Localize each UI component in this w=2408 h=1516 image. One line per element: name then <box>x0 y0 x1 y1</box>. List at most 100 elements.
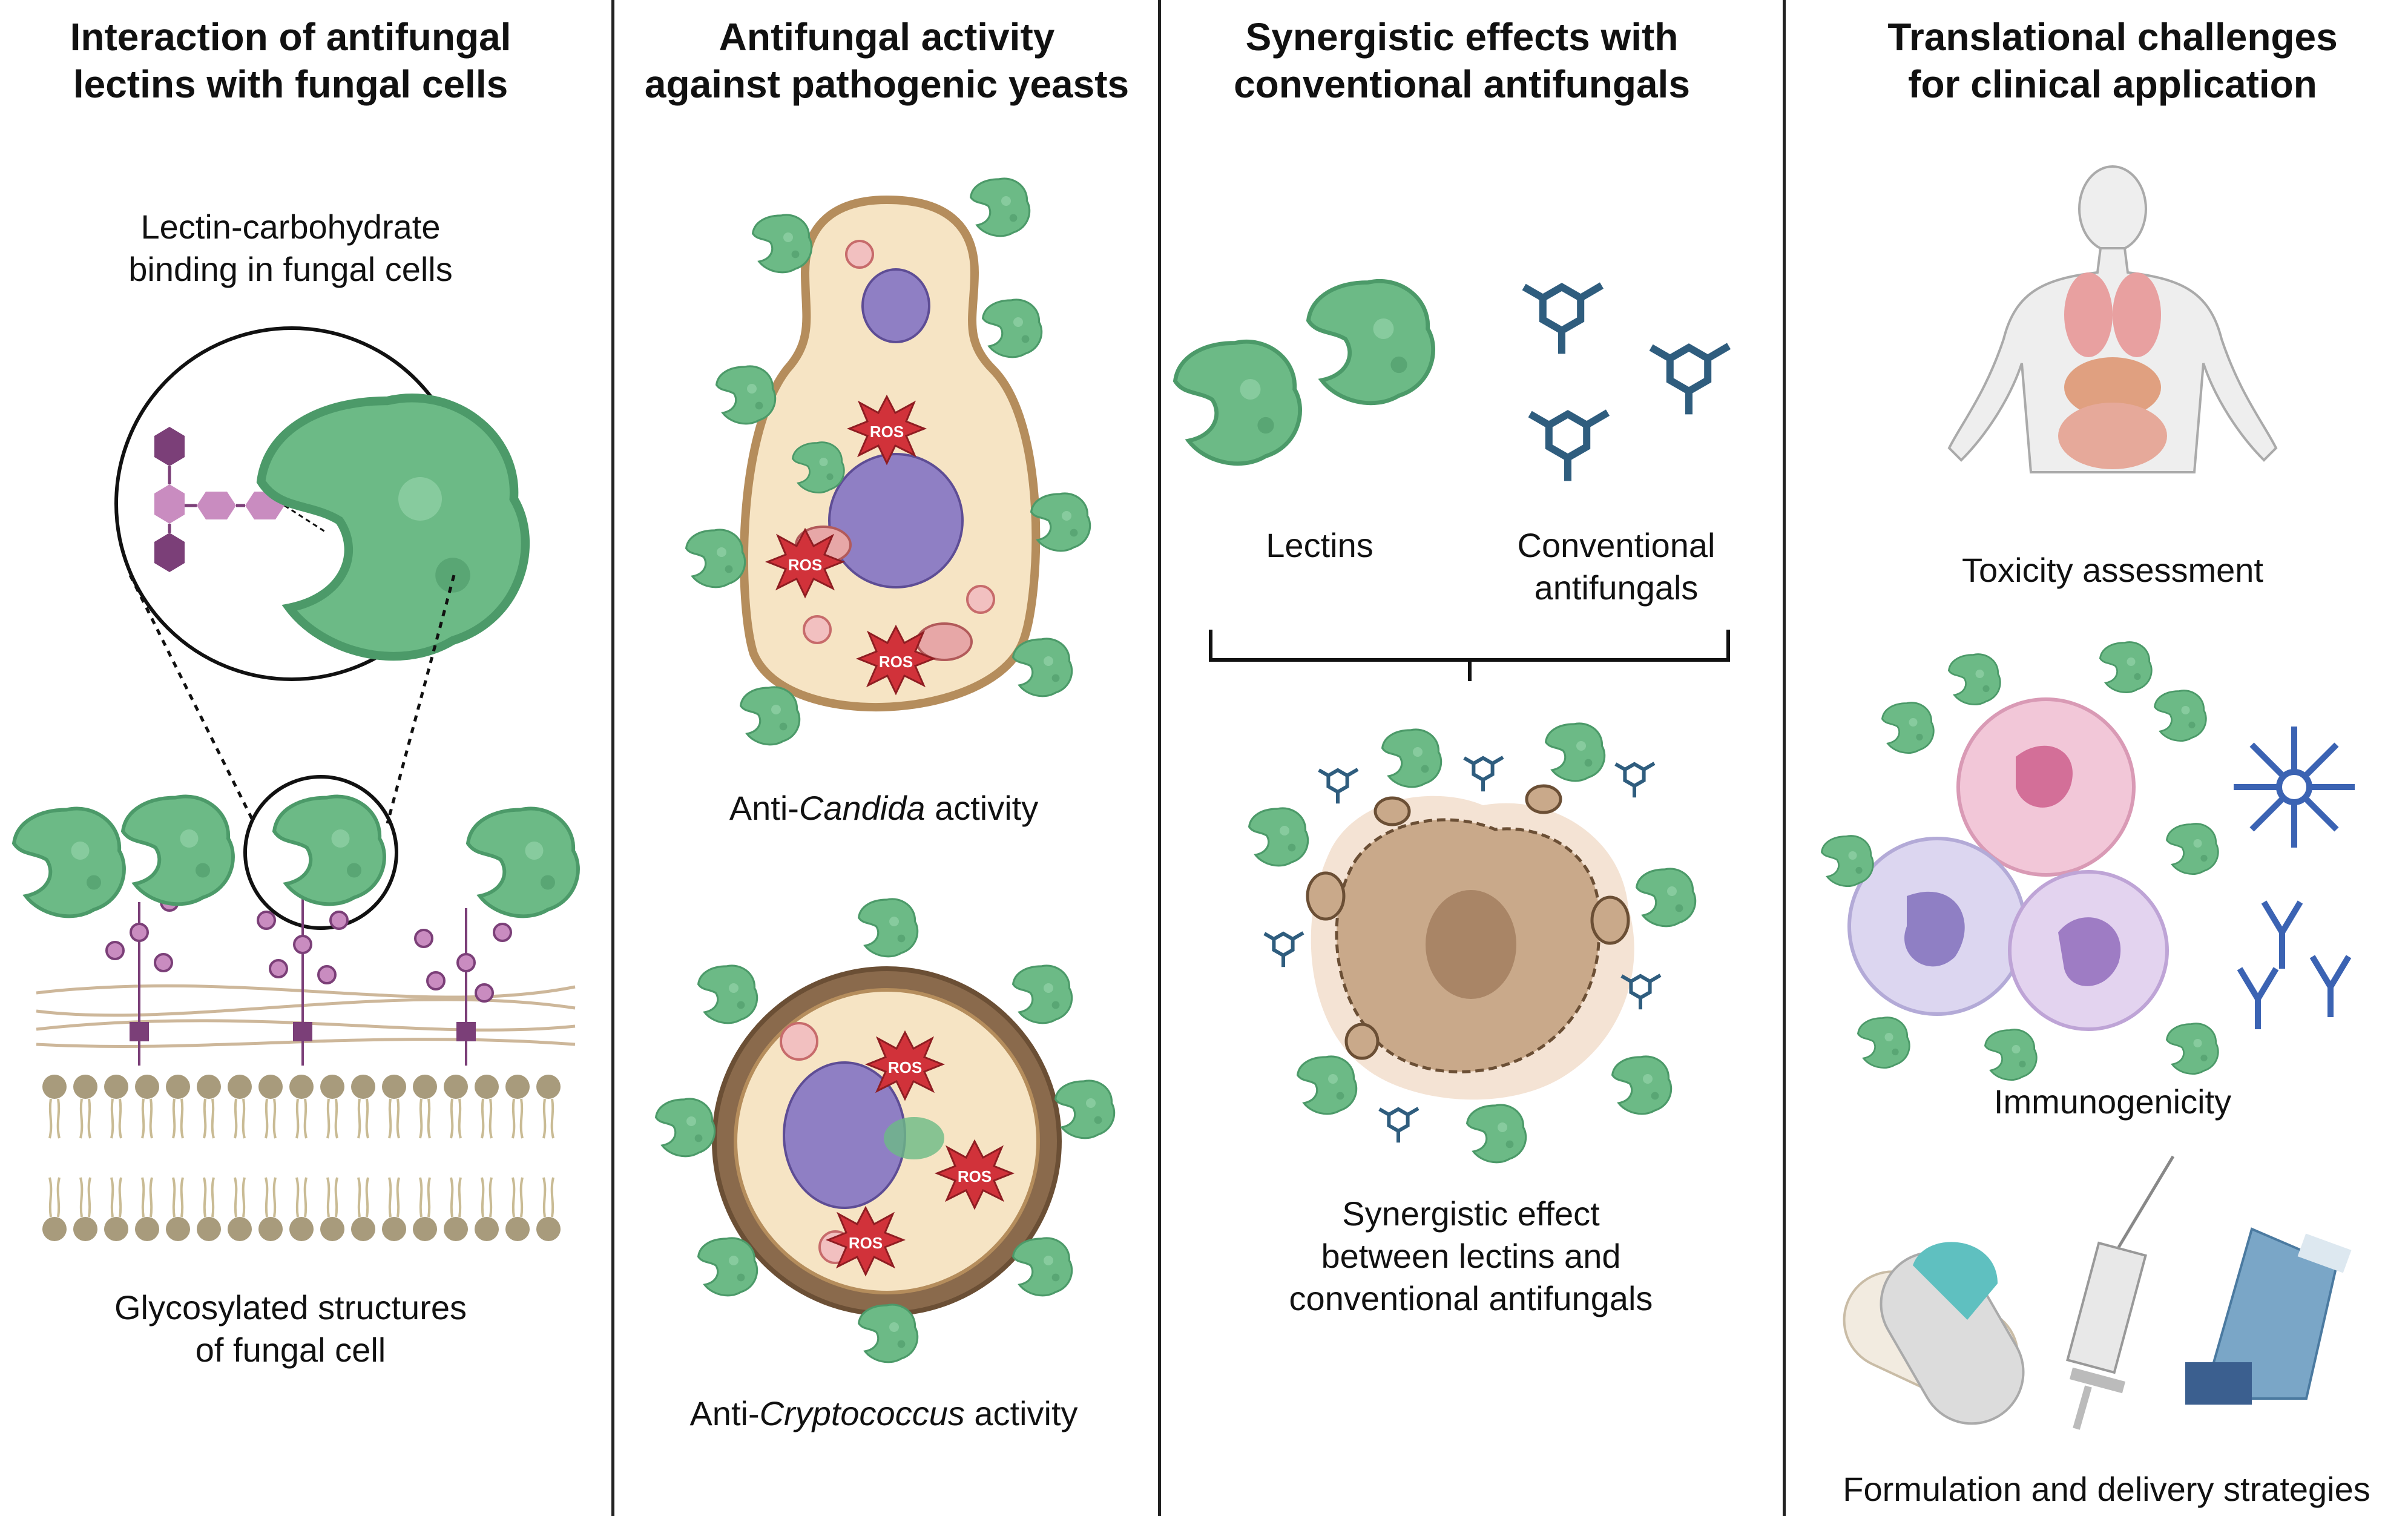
drug-molecule-icon <box>1265 933 1303 967</box>
lipid-head-top <box>535 1073 562 1139</box>
title-line: for clinical application <box>1908 62 2317 106</box>
drug-molecule-icon <box>1524 286 1602 354</box>
binding-label: Lectin-carbohydrate binding in fungal ce… <box>48 206 533 291</box>
lectin-icon <box>1012 638 1073 697</box>
glycosylated-structures <box>81 892 512 1066</box>
lipid-head-top <box>319 1073 346 1139</box>
lectin-icon <box>1381 728 1442 788</box>
ros-label: ROS <box>788 556 822 574</box>
lipid-head-top <box>257 1073 284 1139</box>
lipid-head-bottom <box>350 1176 377 1242</box>
label-prefix: Anti- <box>689 1394 760 1432</box>
drug-molecule-icon <box>1464 757 1503 791</box>
lipid-head-top <box>41 1073 68 1139</box>
title-line: lectins with fungal cells <box>73 62 508 106</box>
lectin-icon <box>1054 1079 1116 1139</box>
lectin-icon <box>2099 641 2153 693</box>
lectin-icon <box>274 797 384 905</box>
lectin-icon <box>1611 1055 1673 1115</box>
lectin-icon <box>1545 722 1606 782</box>
lectin-icon <box>1466 1104 1527 1164</box>
label-suffix: activity <box>964 1394 1078 1432</box>
candida-label: Anti-Candida activity <box>642 787 1126 829</box>
title-line: conventional antifungals <box>1234 62 1690 106</box>
lipid-head-top <box>165 1073 191 1139</box>
damaged-fungal-cell <box>1306 784 1634 1100</box>
lipid-head-bottom <box>288 1176 315 1242</box>
panel-4-illustration <box>1820 165 2355 1430</box>
antibody-icon <box>2234 727 2355 1029</box>
lipid-head-bottom <box>72 1176 99 1242</box>
label-line: Lectin-carbohydrate <box>140 208 441 246</box>
lectin-icon <box>715 365 777 425</box>
lipid-head-bottom <box>257 1176 284 1242</box>
lipid-head-bottom <box>442 1176 469 1242</box>
lipid-head-top <box>134 1073 160 1139</box>
lipid-head-top <box>473 1073 500 1139</box>
ros-label: ROS <box>958 1167 992 1185</box>
label-line: Synergistic effect <box>1342 1195 1600 1233</box>
ros-label: ROS <box>870 423 904 441</box>
lipid-head-bottom <box>412 1176 438 1242</box>
lectin-icon <box>2165 823 2219 875</box>
lipid-head-top <box>72 1073 99 1139</box>
lipid-head-bottom <box>319 1176 346 1242</box>
ros-label: ROS <box>849 1234 883 1252</box>
lipid-head-top <box>103 1073 130 1139</box>
column-separator <box>1158 0 1161 1516</box>
panel-2-illustration: ROS ROS ROS ROS ROS ROS <box>654 177 1116 1363</box>
lectin-icon <box>123 797 233 905</box>
panel-1-illustration <box>14 326 578 1242</box>
lectin-icon <box>1947 653 2001 705</box>
lectin-icon <box>1297 1055 1358 1115</box>
lipid-head-bottom <box>165 1176 191 1242</box>
drug-molecule-icon <box>1651 346 1729 415</box>
title-line: Translational challenges <box>1887 15 2338 59</box>
lipid-head-top <box>442 1073 469 1139</box>
lectin-icon <box>739 686 801 746</box>
lipid-head-top <box>288 1073 315 1139</box>
lectin-icon <box>1636 868 1697 928</box>
lipid-bilayer-icon <box>41 1073 562 1242</box>
lectin-icon <box>697 1237 758 1297</box>
lectin-icon <box>981 298 1043 358</box>
inhaler-icon <box>2185 1227 2352 1405</box>
lectin-icon <box>1881 702 1935 754</box>
lectin-icon <box>1012 964 1073 1024</box>
lipid-head-top <box>412 1073 438 1139</box>
bracket <box>1209 630 1730 681</box>
lipid-head-bottom <box>226 1176 253 1242</box>
immune-cell-icon <box>1847 697 2169 1031</box>
drug-molecule-icon <box>1616 763 1654 797</box>
lectin-icon <box>697 964 758 1024</box>
lectin-icon <box>1175 341 1300 463</box>
lipid-head-bottom <box>134 1176 160 1242</box>
glyco-label: Glycosylated structures of fungal cell <box>48 1287 533 1371</box>
human-body-icon <box>1947 165 2278 473</box>
title-line: Interaction of antifungal <box>70 15 512 59</box>
panel-3-title: Synergistic effects with conventional an… <box>1183 13 1740 108</box>
lectin-icon <box>468 809 578 917</box>
lipid-head-top <box>196 1073 222 1139</box>
column-separator <box>1783 0 1786 1516</box>
lipid-head-bottom <box>473 1176 500 1242</box>
column-separator <box>611 0 614 1516</box>
label-line: binding in fungal cells <box>128 250 453 288</box>
panel-3-illustration <box>1175 281 1730 1164</box>
lectin-icon <box>857 898 919 958</box>
capsule-icon <box>1843 1242 2025 1425</box>
label-line: Glycosylated structures <box>114 1288 467 1326</box>
lipid-head-bottom <box>381 1176 407 1242</box>
lectin-icon <box>1984 1029 2038 1081</box>
lectin-icon <box>969 177 1031 237</box>
genus-name: Cryptococcus <box>759 1394 965 1432</box>
lectin-icon <box>2153 690 2207 742</box>
lectin-icon <box>857 1303 919 1363</box>
label-line: Conventional <box>1517 526 1716 564</box>
label-line: conventional antifungals <box>1289 1279 1653 1317</box>
label-prefix: Anti- <box>729 789 799 827</box>
label-line: of fungal cell <box>195 1331 386 1369</box>
lipid-head-bottom <box>196 1176 222 1242</box>
drug-molecule-icon <box>1319 770 1358 803</box>
lectin-icon <box>1012 1237 1073 1297</box>
